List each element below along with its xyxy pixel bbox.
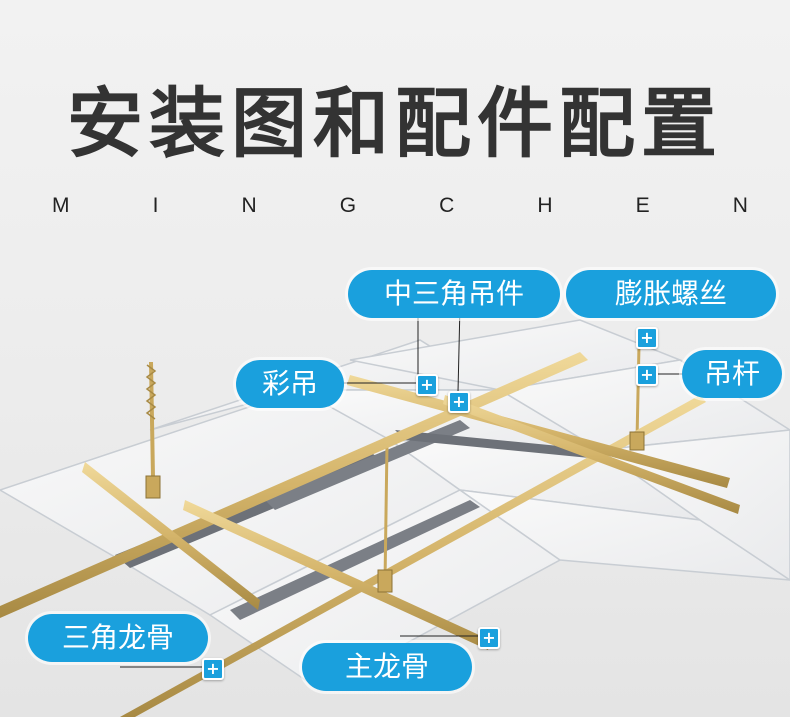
hanging-rod — [383, 444, 389, 583]
label-triangle-keel: 三角龙骨 — [28, 614, 208, 662]
label-triangle-hanger: 中三角吊件 — [348, 270, 560, 318]
hanger-clip — [145, 475, 161, 499]
threaded-rod — [145, 364, 157, 420]
plus-marker-icon[interactable]: + — [416, 374, 438, 396]
ceiling-panel — [459, 489, 790, 581]
main-keels — [0, 352, 706, 717]
panel-gap — [395, 430, 610, 460]
hanger-clip — [377, 569, 393, 593]
plus-marker-icon[interactable]: + — [636, 327, 658, 349]
label-main-keel: 主龙骨 — [302, 643, 472, 691]
subtitle-letter: H — [537, 194, 553, 217]
hanger-clip — [629, 431, 645, 451]
subtitle-letter: M — [52, 194, 70, 217]
panel-gap — [230, 500, 480, 620]
panel-gap — [265, 420, 470, 510]
main-keel — [0, 352, 588, 618]
triangle-keel — [183, 500, 490, 650]
subtitle-letter: I — [152, 194, 159, 217]
subtitle-letter: N — [732, 194, 748, 217]
subtitle-letter: N — [241, 194, 257, 217]
label-hanging-rod: 吊杆 — [682, 350, 782, 398]
hanging-rods — [145, 344, 641, 583]
subtitle-letter: G — [339, 194, 357, 217]
leader-line-triangle-hanger — [457, 304, 461, 393]
page-title: 安装图和配件配置 — [67, 79, 723, 168]
main-keel — [120, 395, 706, 717]
hanging-rod — [635, 344, 641, 441]
subtitle-letter: E — [635, 194, 650, 217]
ceiling-panel — [497, 359, 790, 451]
label-color-hanger: 彩吊 — [236, 360, 344, 408]
hanger-clips — [145, 431, 645, 593]
label-expansion-screw: 膨胀螺丝 — [566, 270, 776, 318]
plus-marker-icon[interactable]: + — [478, 627, 500, 649]
hanging-rod — [149, 361, 155, 479]
triangle-keel — [443, 395, 740, 514]
plus-marker-icon[interactable]: + — [202, 658, 224, 680]
brand-subtitle: M I N G C H E N — [52, 194, 748, 218]
plus-marker-icon[interactable]: + — [636, 364, 658, 386]
subtitle-letter: C — [439, 194, 455, 217]
ceiling-panel — [597, 429, 790, 581]
triangle-keels — [82, 375, 740, 650]
plus-marker-icon[interactable]: + — [448, 391, 470, 413]
triangle-keel — [82, 462, 260, 610]
